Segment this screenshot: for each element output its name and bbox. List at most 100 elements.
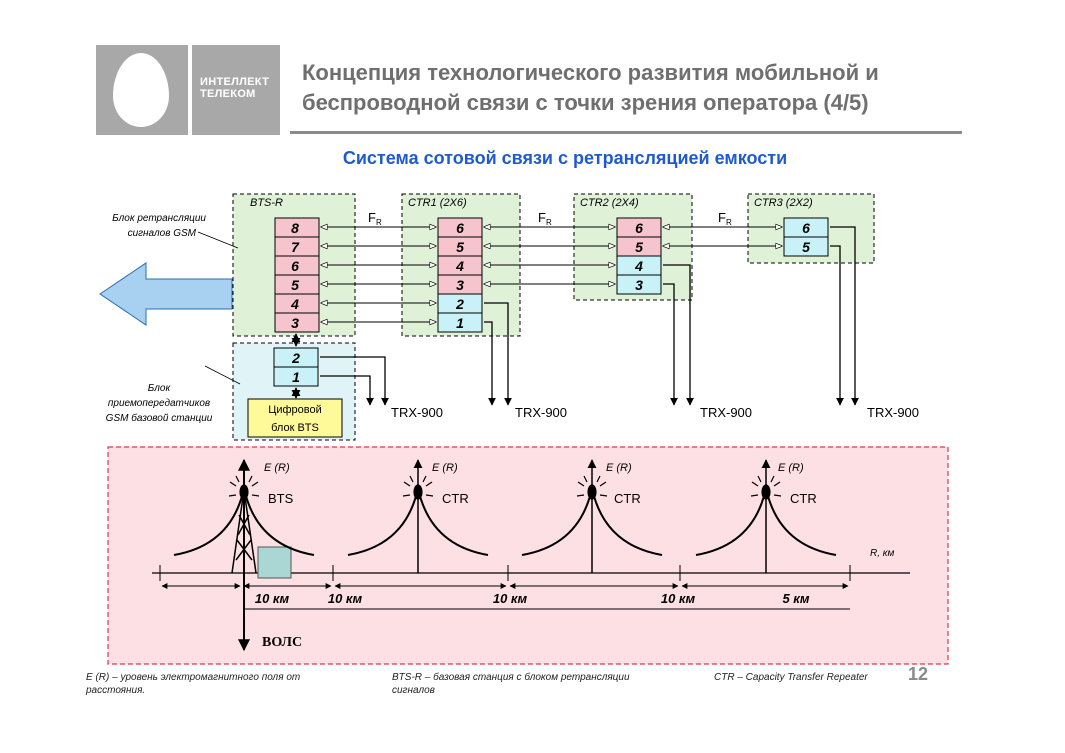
title-underline [290, 131, 962, 134]
ctr1-cell [437, 312, 483, 333]
ray [228, 494, 237, 497]
bts-r-cell-text: 3 [291, 315, 299, 331]
bts-r-cell-text: 5 [291, 277, 299, 293]
tower-cross [238, 514, 251, 536]
distance-label: 5 км [782, 591, 809, 606]
trx-feeder [663, 264, 694, 406]
tower-cross [235, 539, 252, 561]
axis-label: R, км [870, 548, 895, 559]
transceiver-label-line-1: Блок [148, 383, 172, 394]
bts-r-cell-text: 4 [290, 296, 299, 312]
antenna-icon [228, 475, 260, 500]
ctr3-cell-text: 6 [802, 220, 810, 236]
ctr2-label: CTR2 (2X4) [580, 197, 639, 209]
ray [583, 475, 588, 483]
ctr1-cell-text: 1 [456, 315, 464, 331]
logo-line-2: ТЕЛЕКОМ [200, 88, 256, 100]
bts-r-cells: 8 7 6 5 4 3 [274, 217, 320, 333]
bts-equipment-box [257, 546, 292, 579]
ctr3-cell [783, 236, 829, 257]
trx-feeder [830, 245, 844, 406]
ctr3-label: CTR3 (2X2) [754, 197, 813, 209]
ray [773, 481, 781, 487]
trx-labels: TRX-900 TRX-900 TRX-900 TRX-900 [391, 405, 919, 420]
trx-label: TRX-900 [391, 405, 443, 420]
ctr1-cells: 6 5 4 3 2 1 [437, 217, 483, 333]
er-labels: E (R) E (R) E (R) E (R) [264, 462, 804, 474]
fiber-label: ВОЛС [262, 635, 302, 650]
antenna-core [761, 484, 771, 500]
bts-r-cell [274, 312, 320, 333]
tower-cross [237, 514, 250, 536]
distance-label: 10 км [328, 591, 363, 606]
ctr1-cell-text: 3 [456, 277, 464, 293]
antenna-icon [576, 475, 608, 500]
distance-label: 10 км [255, 591, 290, 606]
fr-sub: R [546, 218, 552, 227]
er-label: E (R) [432, 462, 458, 474]
station-label: CTR [790, 491, 817, 506]
footnote-er-line-1: E (R) – уровень электромагнитного поля о… [86, 672, 301, 683]
fr-label-1: FR [368, 210, 382, 227]
radio-links-ctr1-ctr2 [484, 227, 615, 284]
digital-line-2: блок BTS [271, 422, 319, 434]
ctr2-cell-text: 6 [635, 220, 643, 236]
ray [409, 475, 414, 483]
ray [422, 475, 427, 483]
footnote-bts: BTS-R – базовая станция с блоком ретранс… [392, 671, 702, 697]
digital-bts-block [247, 398, 343, 438]
footnote-bts-line-2: сигналов [392, 685, 435, 696]
ctr3-cells: 6 5 [783, 217, 829, 257]
ctr2-cell-text: 3 [635, 277, 643, 293]
ray [425, 494, 434, 497]
ray [596, 475, 601, 483]
logo-divider [188, 45, 192, 135]
bts-r-cell-text: 8 [291, 220, 299, 236]
station-label: CTR [442, 491, 469, 506]
station-label: CTR [614, 491, 641, 506]
transceiver-label-pointer [204, 365, 241, 385]
ray [751, 481, 759, 487]
footnote-er-line-2: расстояния. [86, 685, 146, 696]
ray [251, 481, 259, 487]
antenna-icon [750, 475, 782, 500]
fr-label-3: FR [718, 210, 732, 227]
ctr1-cell-text: 2 [455, 296, 464, 312]
fr-label-2: FR [538, 210, 552, 227]
transceiver-side-label: Блок приемопередатчиков GSM базовой стан… [106, 383, 213, 424]
relay-label-line-1: Блок ретрансляции [112, 213, 206, 224]
diagram-subtitle: Система сотовой связи с ретрансляцией ем… [342, 148, 788, 168]
ray [757, 475, 762, 483]
footnote-er: E (R) – уровень электромагнитного поля о… [86, 671, 376, 697]
title-line-1: Концепция технологического развития моби… [302, 60, 879, 85]
page-number: 12 [908, 664, 929, 684]
trx-label: TRX-900 [515, 405, 567, 420]
ctr1-cell-text: 5 [456, 239, 464, 255]
antenna-radiation-icons [228, 475, 782, 500]
distance-labels: 10 км 10 км 10 км 10 км 5 км [255, 591, 810, 606]
transceiver-cells: 2 1 [273, 347, 319, 387]
trx-feeders [320, 226, 859, 406]
trx-feeder [320, 356, 389, 406]
logo-line-1: ИНТЕЛЛЕКТ [200, 76, 270, 88]
radio-links-bts-ctr1 [321, 227, 436, 322]
trx-feeder [320, 375, 374, 406]
fr-letter: F [718, 210, 726, 225]
axis-ticks [159, 565, 851, 581]
ray [402, 494, 411, 497]
ray [770, 475, 775, 483]
ctr2-cell [616, 274, 662, 295]
antenna-core [413, 484, 423, 500]
fr-letter: F [368, 210, 376, 225]
ray [750, 494, 759, 497]
trx-feeder [663, 283, 678, 406]
er-label: E (R) [264, 462, 290, 474]
ray [425, 481, 433, 487]
footnote-ctr: CTR – Capacity Transfer Repeater [714, 672, 868, 683]
ctr2-cell-text: 5 [635, 239, 643, 255]
ray [248, 475, 253, 483]
antenna-icon [402, 475, 434, 500]
transceiver-label-line-3: GSM базовой станции [106, 412, 213, 424]
relay-label-line-2: сигналов GSM [128, 228, 197, 239]
